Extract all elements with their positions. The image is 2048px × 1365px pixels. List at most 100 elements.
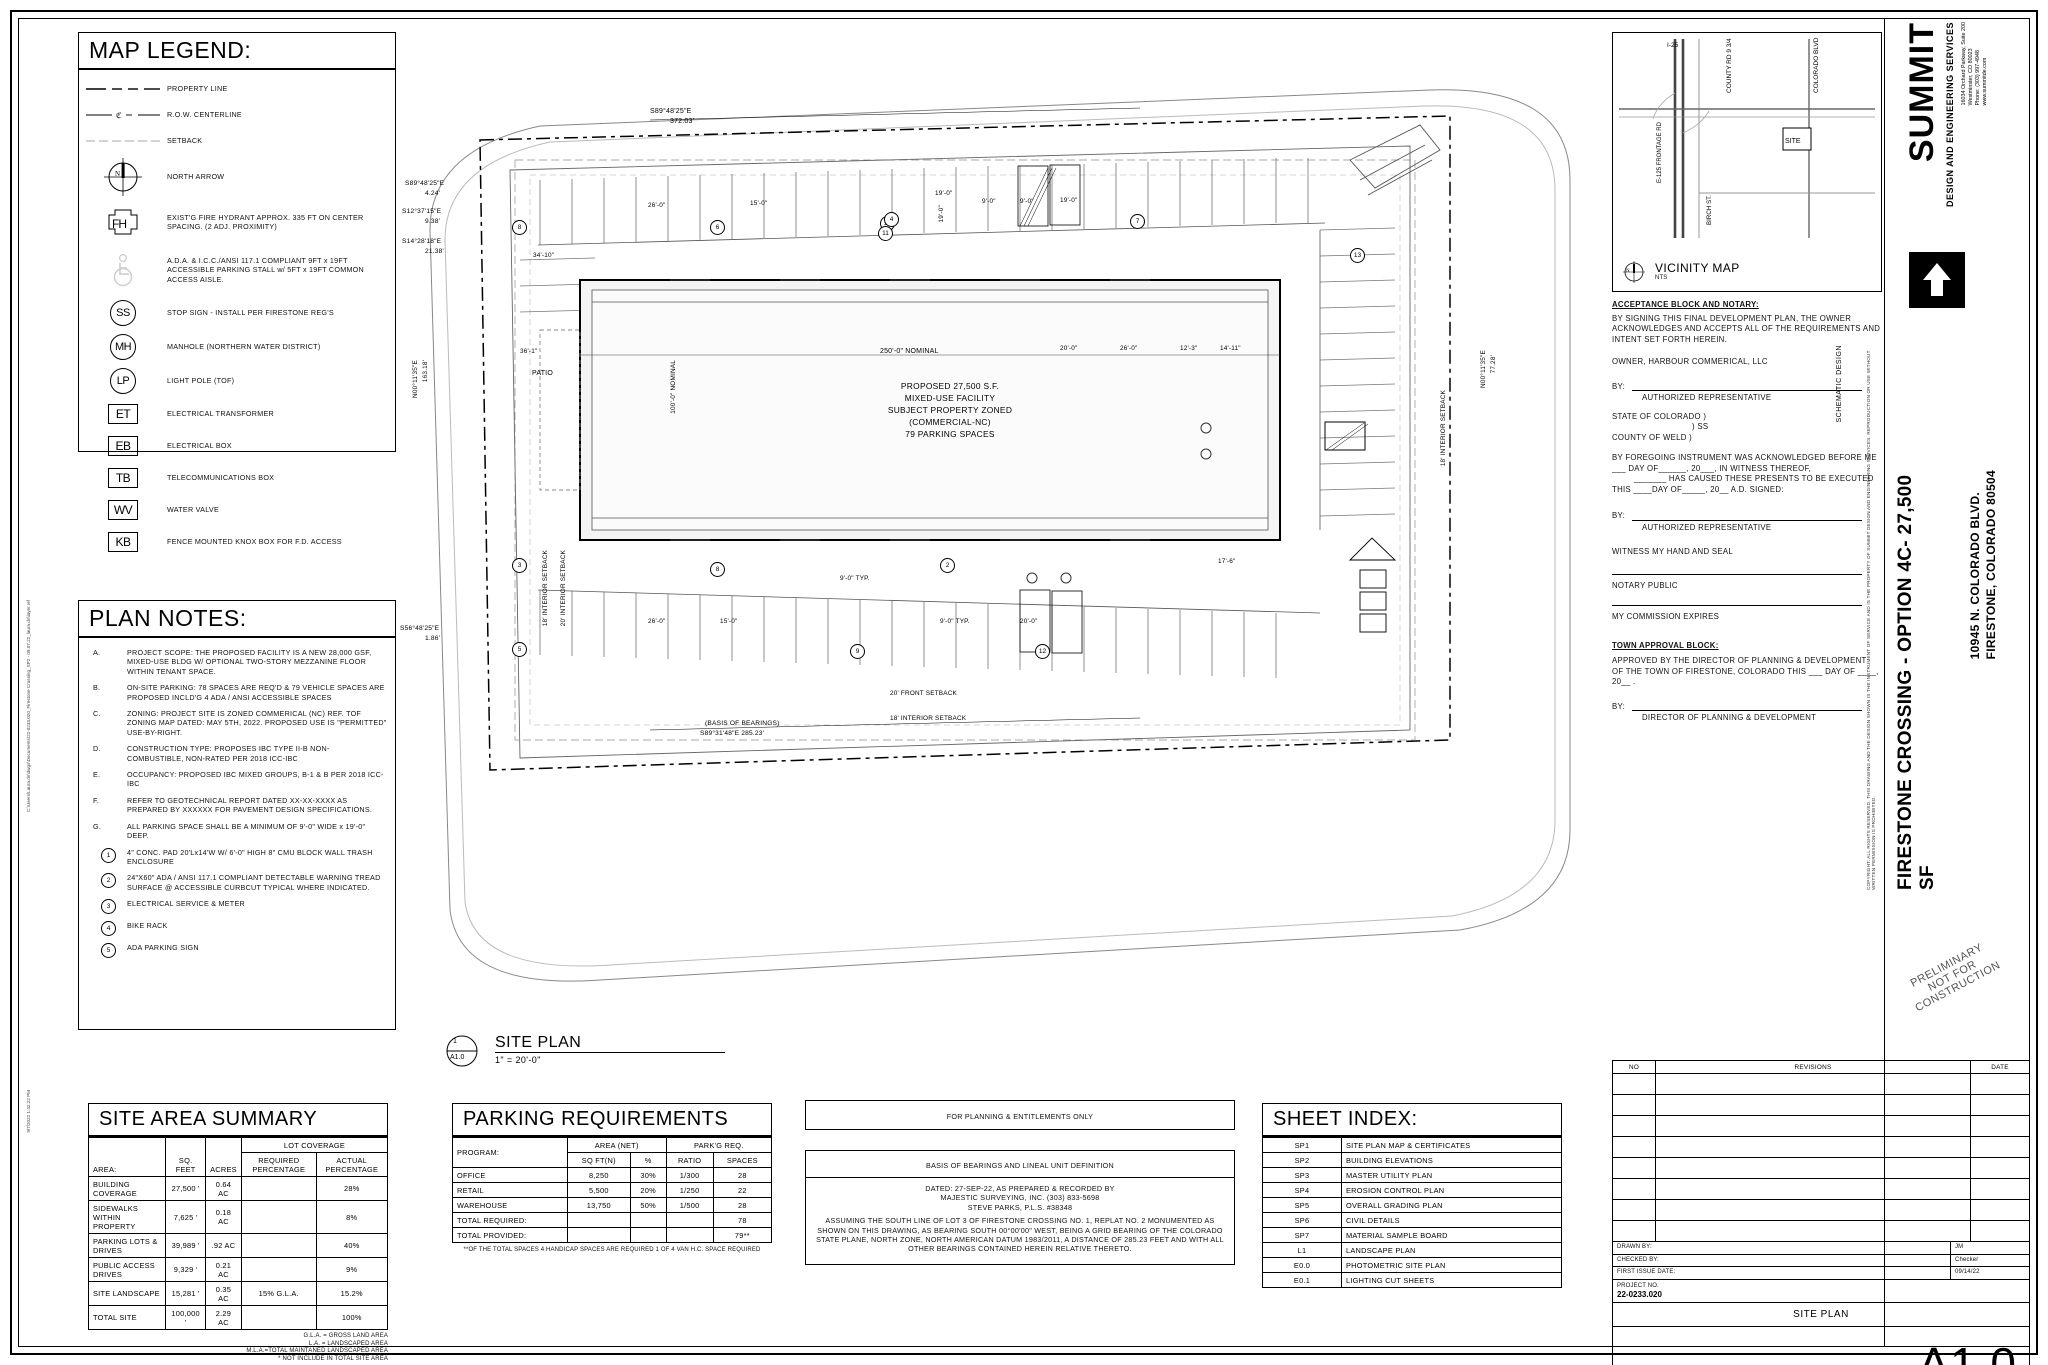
cell-act: 40%	[315, 1233, 389, 1258]
planning-banner-text: FOR PLANNING & ENTITLEMENTS ONLY	[946, 1112, 1094, 1121]
table-row[interactable]	[1612, 1220, 2030, 1242]
plan-notes-panel: PLAN NOTES: A. PROJECT SCOPE: THE PROPOS…	[78, 600, 396, 1030]
ada-accessible-icon	[79, 252, 167, 288]
plan-note-key: C.	[93, 709, 101, 719]
cell-req	[241, 1305, 317, 1330]
acceptance-owner: OWNER, HARBOUR COMMERICAL, LLC	[1612, 357, 1768, 366]
basis-line-1: DATED: 27-SEP-22, AS PREPARED & RECORDED…	[925, 1184, 1115, 1193]
plan-keynote-6: 6	[710, 220, 725, 235]
acceptance-ack-4: THIS ____DAY OF_____, 20__ A.D. SIGNED:	[1612, 484, 1784, 494]
basis-line-2: MAJESTIC SURVEYING, INC. (303) 833-5698	[940, 1193, 1100, 1203]
building-callout-line-3: SUBJECT PROPERTY ZONED	[887, 405, 1013, 415]
cell-sqft	[566, 1227, 631, 1243]
site-plan-vector	[429, 89, 1571, 982]
legend-item-property-line: PROPERTY LINE	[79, 76, 395, 102]
table-row[interactable]	[1612, 1136, 2030, 1158]
dim-bottom-left: 1.86'	[425, 635, 441, 642]
cell-area: SITE LANDSCAPE	[87, 1281, 167, 1306]
detail-sheet-ref: A1.0	[450, 1054, 465, 1061]
building-dim-vertical: 100'-0" NOMINAL	[670, 360, 677, 414]
title-underline	[495, 1052, 725, 1053]
cell-req	[241, 1257, 317, 1282]
building-dim-horizontal: 250'-0" NOMINAL	[880, 348, 939, 355]
cell-sqft: 8,250	[566, 1167, 631, 1183]
phase-label: SCHEMATIC DESIGN	[1836, 345, 1843, 423]
table-row: TOTAL REQUIRED: 78	[452, 1212, 773, 1228]
cell-spaces: 28	[712, 1167, 773, 1183]
table-row[interactable]	[1612, 1115, 2030, 1137]
water-valve-icon: WV	[79, 500, 167, 520]
sheet-title: BUILDING ELEVATIONS	[1341, 1152, 1562, 1168]
cell-ratio	[665, 1212, 714, 1228]
plan-note-b: B. ON-SITE PARKING: 78 SPACES ARE REQ'D …	[79, 683, 395, 702]
copyright-note: COPYRIGHT: ALL RIGHTS RESERVED. THIS DRA…	[1866, 350, 1876, 891]
table-row[interactable]	[1612, 1199, 2030, 1221]
table-header-row: NO REVISIONS DATE	[1612, 1060, 2030, 1074]
dim-9-0-b: 9'-0"	[1020, 198, 1034, 205]
cell-sqft: 27,500 '	[165, 1176, 206, 1201]
plan-keynote-13: 13	[1350, 248, 1365, 263]
sheet-code: SP1	[1262, 1137, 1342, 1153]
acceptance-ack-2: ___ DAY OF______, 20___, IN WITNESS THER…	[1612, 463, 1812, 473]
town-director: DIRECTOR OF PLANNING & DEVELOPMENT	[1642, 713, 1817, 722]
basis-of-bearings-box: BASIS OF BEARINGS AND LINEAL UNIT DEFINI…	[805, 1150, 1235, 1265]
acceptance-notary: NOTARY PUBLIC	[1612, 580, 1678, 590]
cell-ratio	[665, 1227, 714, 1243]
parking-requirements-panel: PARKING REQUIREMENTS PROGRAM: AREA (NET)…	[452, 1103, 773, 1255]
acceptance-state: STATE OF COLORADO )	[1612, 411, 1707, 421]
plot-timestamp: 9/7/2022 1:42:22 PM	[26, 1090, 31, 1133]
building-callout-line-1: PROPOSED 27,500 S.F.	[900, 381, 1000, 391]
title-strip-divider	[1884, 18, 1885, 1347]
dim-9-0-a: 9'-0"	[982, 198, 996, 205]
table-row: PARKING LOTS & DRIVES 39,989 ' .92 AC 40…	[87, 1233, 389, 1258]
table-row[interactable]	[1612, 1178, 2030, 1200]
sheet-title: EROSION CONTROL PLAN	[1341, 1182, 1562, 1198]
col-pct: %	[629, 1152, 667, 1168]
cell-spaces: 28	[712, 1197, 773, 1213]
telecommunications-box-icon: TB	[79, 468, 167, 488]
plan-note-text: 24"X60" ADA / ANSI 117.1 COMPLIANT DETEC…	[127, 873, 381, 892]
plan-note-1: 1 4" CONC. PAD 20'Lx14'W W/ 6'-0" HIGH 8…	[79, 847, 395, 867]
table-row[interactable]	[1612, 1073, 2030, 1095]
building-callout-line-2: MIXED-USE FACILITY	[904, 393, 996, 403]
legend-item-label: R.O.W. CENTERLINE	[167, 110, 242, 120]
table-row[interactable]	[1612, 1157, 2030, 1179]
dim-12-3: 12'-3"	[1180, 345, 1198, 352]
legend-item-row-light-pole: LP LIGHT POLE (TOF)	[79, 364, 395, 398]
cell-program: OFFICE	[452, 1167, 568, 1183]
plan-note-text: PROJECT SCOPE: THE PROPOSED FACILITY IS …	[127, 648, 372, 676]
cell-sqft: 100,000 '	[165, 1305, 206, 1330]
legend-item-label: FENCE MOUNTED KNOX BOX FOR F.D. ACCESS	[167, 537, 342, 547]
sheet-number: A1.0	[1918, 1338, 2017, 1365]
plan-keynote-9: 9	[850, 644, 865, 659]
col-acres: ACRES	[204, 1137, 243, 1177]
sheet-title: CIVIL DETAILS	[1341, 1212, 1562, 1228]
sheet-code: SP7	[1262, 1227, 1342, 1243]
plan-note-key: 1	[79, 847, 127, 867]
setback-label-right: 18' INTERIOR SETBACK	[1440, 390, 1447, 467]
plan-keynote-7: 7	[1130, 214, 1145, 229]
town-approval-3: 20__ .	[1612, 677, 1636, 686]
dim-19-0-vert: 19'-0"	[938, 205, 945, 223]
table-row[interactable]	[1612, 1094, 2030, 1116]
site-area-footnote-1: G.L.A. = GROSS LAND AREA	[303, 1333, 388, 1339]
sheet-title: PHOTOMETRIC SITE PLAN	[1341, 1257, 1562, 1273]
svg-text:BIRCH ST.: BIRCH ST.	[1706, 195, 1713, 225]
cell-req: 15% G.L.A.	[241, 1281, 317, 1306]
cell-program: TOTAL PROVIDED:	[452, 1227, 568, 1243]
vicinity-map-graphic: SITE I-25 COUNTY RD 9 3/4 COLORADO BLVD …	[1613, 33, 1881, 243]
svg-text:ℭ: ℭ	[116, 111, 122, 120]
plan-notes-title: PLAN NOTES:	[79, 601, 395, 638]
dim-19-0-top: 19'-0"	[1060, 197, 1078, 204]
centerline-icon: ℭ	[79, 110, 167, 120]
